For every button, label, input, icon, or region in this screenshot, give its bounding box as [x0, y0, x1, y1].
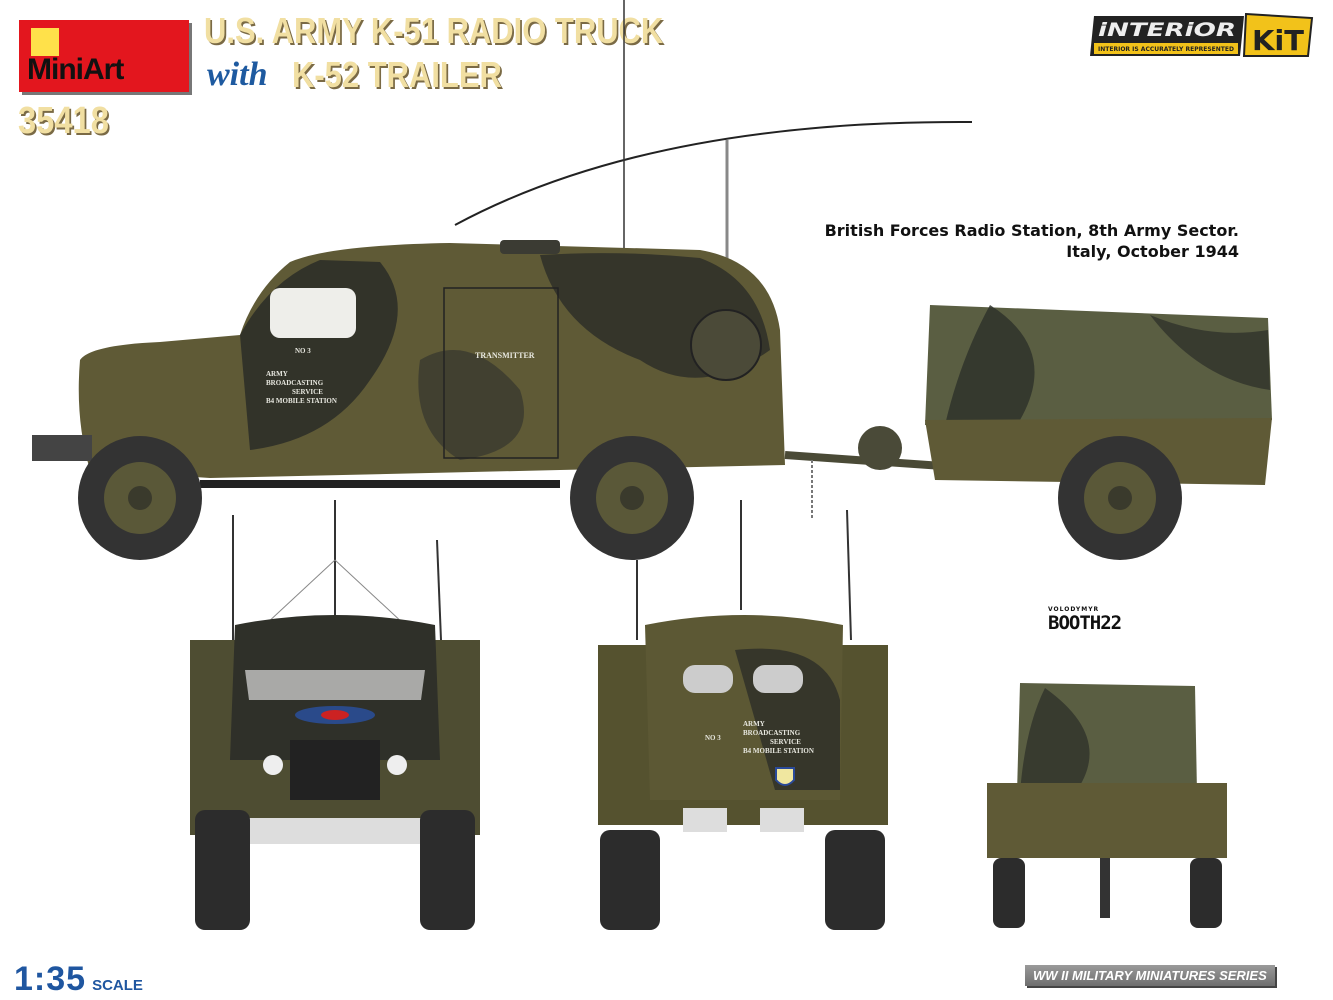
wheel: [1058, 436, 1182, 560]
marking-line-4: B4 MOBILE STATION: [266, 397, 337, 405]
wheel: [78, 436, 202, 560]
artist-first-name: VOLODYMYR: [1048, 606, 1100, 613]
series-banner: WW II MILITARY MINIATURES SERIES: [1025, 965, 1275, 986]
scale-label: 1:35 SCALE: [14, 960, 143, 999]
rear-marking-line-1: ARMY: [743, 720, 765, 728]
scale-ratio: 1:35: [14, 960, 87, 998]
truck-side: NO 3 ARMY BROADCASTING SERVICE B4 MOBILE…: [32, 240, 785, 560]
logo-yellow-square: [31, 28, 59, 56]
title-with: with: [207, 56, 268, 93]
logo-text: MiniArt: [27, 53, 124, 86]
scale-word: SCALE: [92, 977, 143, 994]
rear-marking-line-2: BROADCASTING: [743, 729, 801, 737]
interior-kit-badge: iNTERiOR KiT INTERIOR IS ACCURATELY REPR…: [1090, 12, 1314, 57]
miniart-logo: MiniArt: [19, 20, 189, 92]
badge-main: iNTERiOR: [1098, 19, 1236, 41]
marking-line-3: SERVICE: [292, 388, 323, 396]
rear-marking-line-3: SERVICE: [770, 738, 801, 746]
product-code: 35418: [18, 100, 109, 142]
caption-line-2: Italy, October 1944: [1066, 242, 1239, 261]
side-view: NO 3 ARMY BROADCASTING SERVICE B4 MOBILE…: [32, 0, 1272, 560]
formation-sign: [775, 767, 795, 786]
caption-line-1: British Forces Radio Station, 8th Army S…: [824, 221, 1239, 240]
bent-antenna: [454, 120, 973, 226]
marking-line-1: ARMY: [266, 370, 288, 378]
artist-credit: VOLODYMYR BOOTH22: [1048, 606, 1122, 634]
badge-accent: KiT: [1252, 24, 1304, 57]
title-line-2: K-52 TRAILER: [292, 54, 502, 95]
badge-subtitle: INTERIOR IS ACCURATELY REPRESENTED: [1098, 46, 1234, 53]
title-line-1: U.S. ARMY K-51 RADIO TRUCK: [204, 10, 664, 51]
trailer-rear-view: [987, 683, 1227, 928]
scheme-caption: British Forces Radio Station, 8th Army S…: [825, 220, 1239, 262]
rear-unit-number: NO 3: [705, 734, 721, 742]
unit-number: NO 3: [295, 347, 311, 355]
trailer-side: [784, 305, 1272, 560]
rear-marking-line-4: B4 MOBILE STATION: [743, 747, 814, 755]
wheel: [570, 436, 694, 560]
front-view: [190, 500, 480, 930]
door-marking: TRANSMITTER: [475, 351, 535, 360]
rear-view: NO 3 ARMY BROADCASTING SERVICE B4 MOBILE…: [598, 500, 888, 930]
marking-line-2: BROADCASTING: [266, 379, 324, 387]
artist-name: BOOTH22: [1048, 612, 1122, 634]
